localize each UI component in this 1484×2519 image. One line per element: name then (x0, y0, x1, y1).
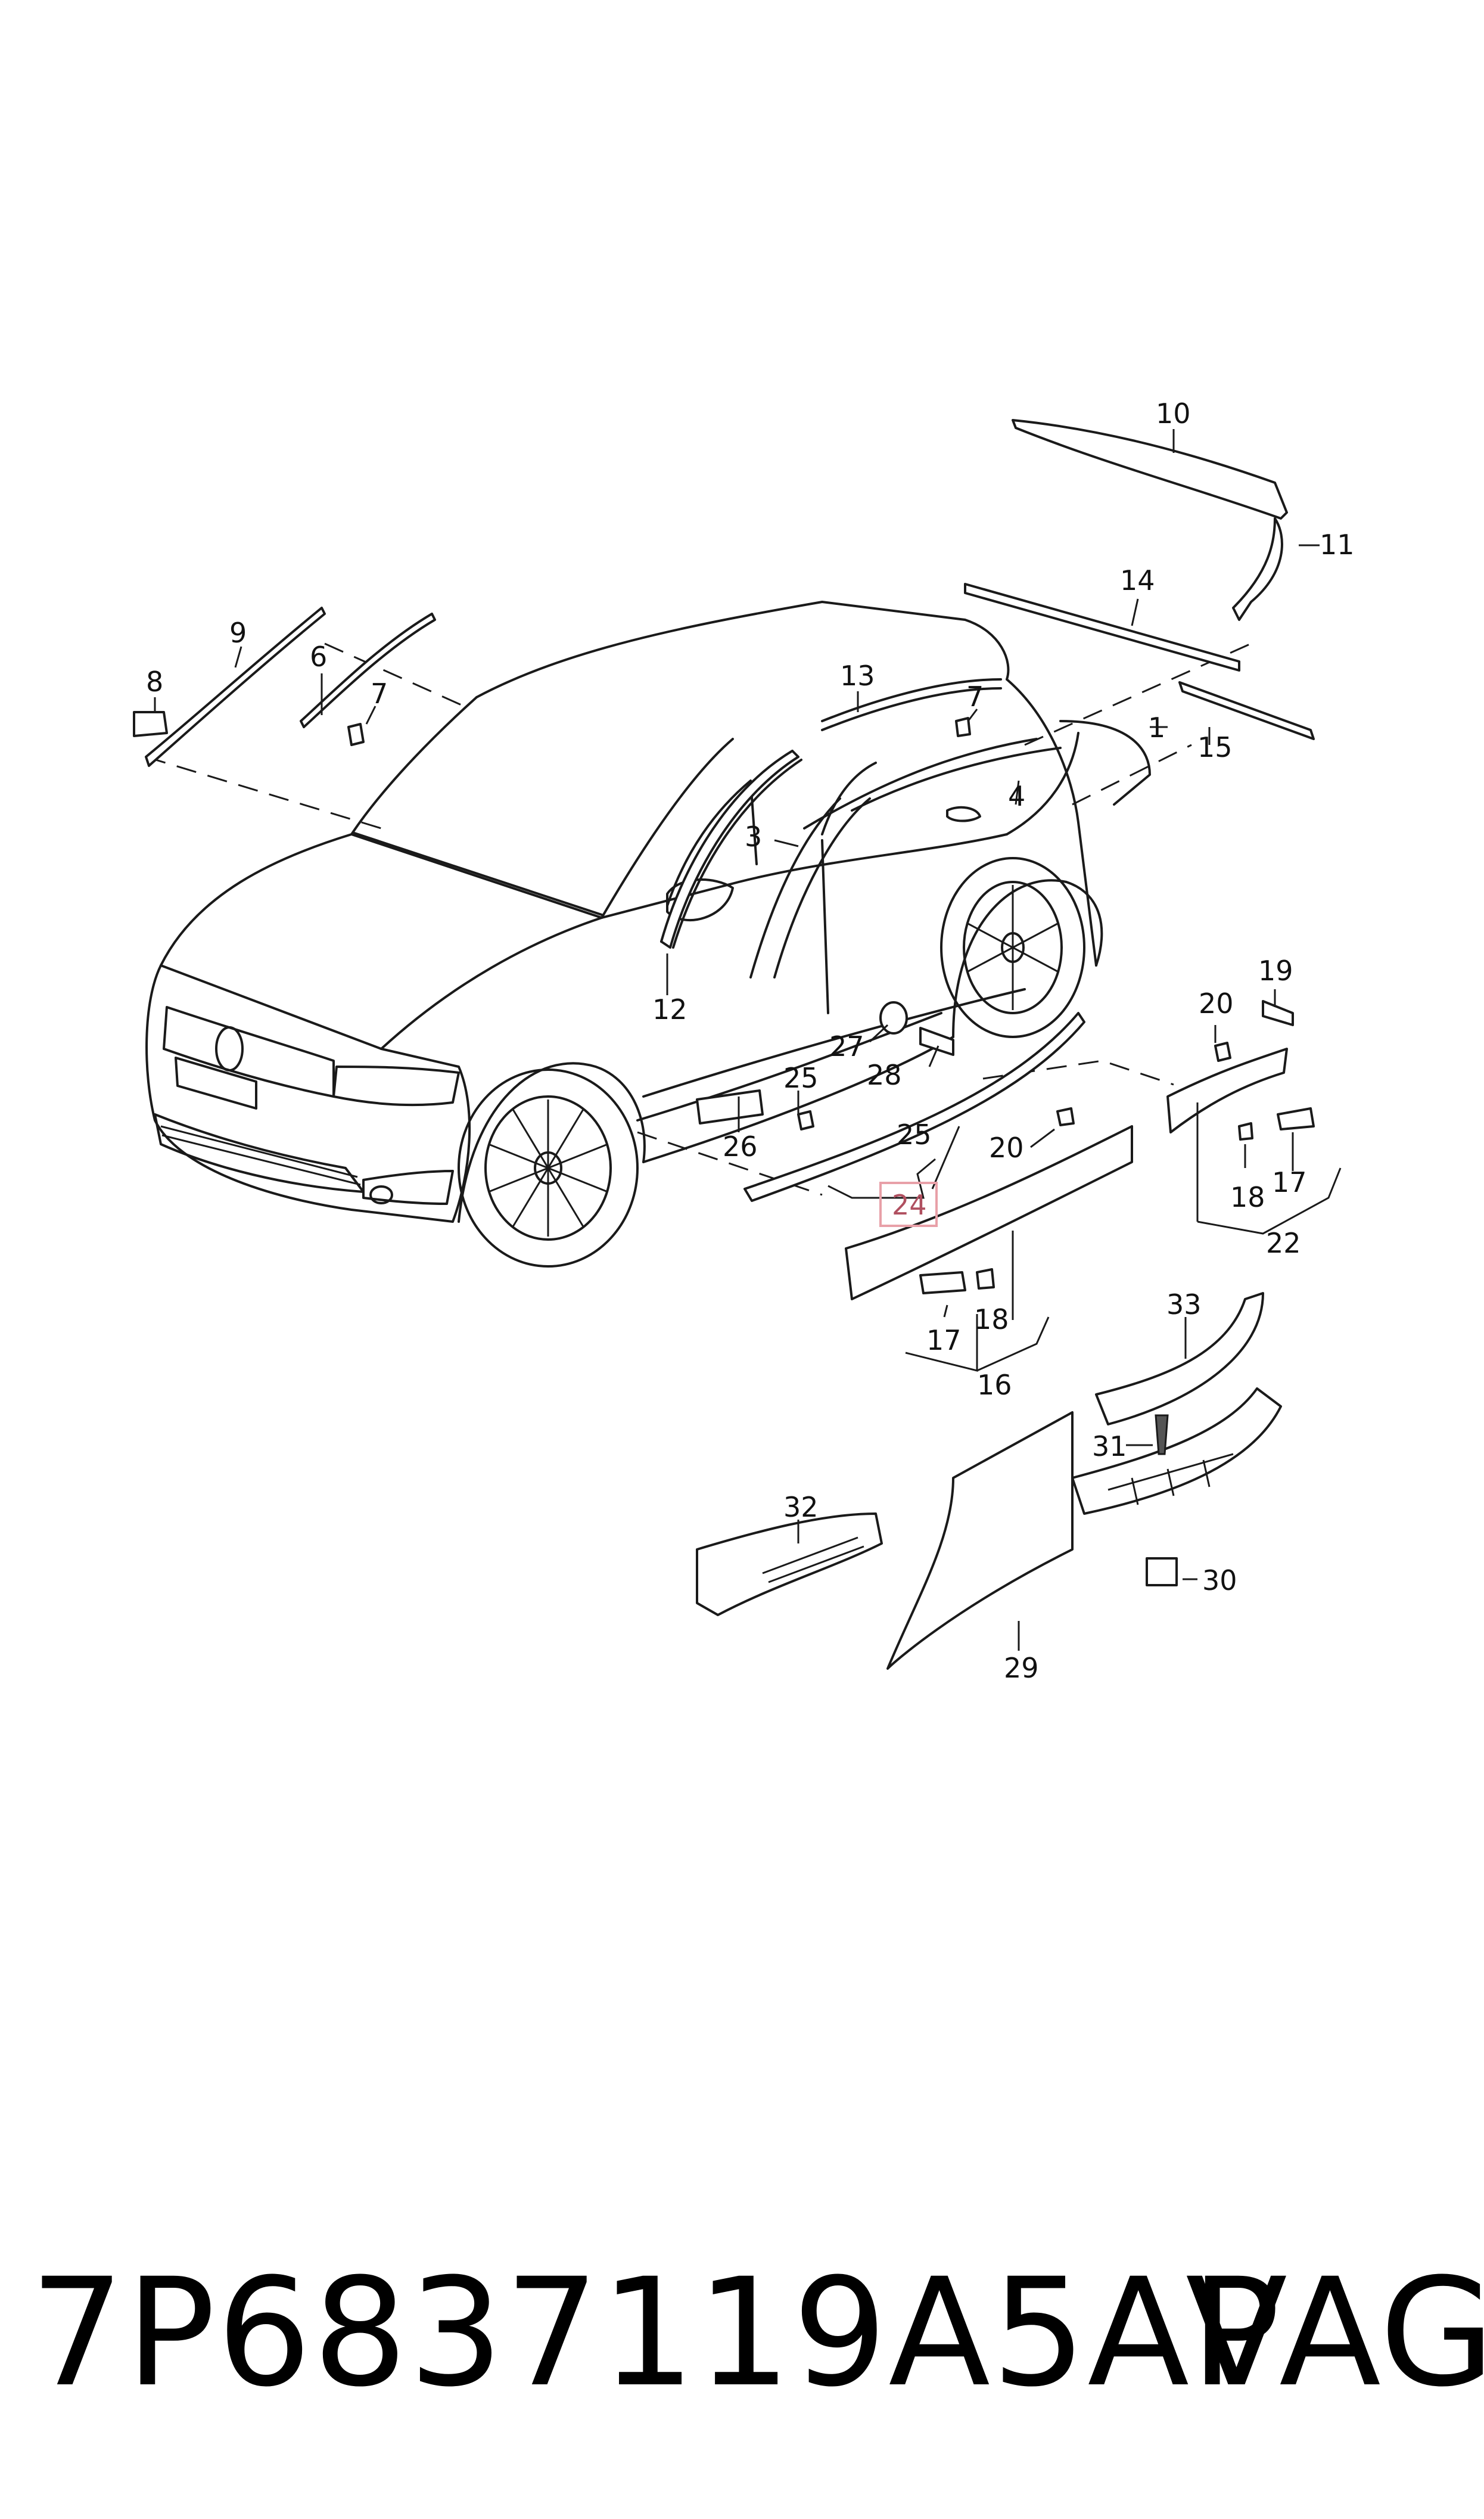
callout-labels: 1 3 4 6 7 7 8 9 10 11 12 13 14 15 16 17 … (146, 397, 1355, 1684)
vehicle-illustration (145, 601, 1151, 1268)
callout-13: 13 (840, 660, 875, 692)
callout-18: 18 (974, 1303, 1009, 1335)
callout-9: 9 (229, 617, 247, 649)
callout-1: 1 (1148, 712, 1165, 744)
parts-diagram: 1 3 4 6 7 7 8 9 10 11 12 13 14 15 16 17 … (133, 397, 1355, 1684)
callout-29: 29 (1004, 1652, 1039, 1684)
callout-leaders (154, 429, 1342, 1651)
callout-14: 14 (1120, 564, 1155, 597)
callout-25: 25 (783, 1062, 819, 1094)
callout-12: 12 (652, 993, 687, 1026)
callout-20: 20 (1199, 987, 1234, 1020)
callout-20b: 20 (989, 1132, 1024, 1164)
callout-25b: 25 (897, 1119, 932, 1151)
callout-30: 30 (1202, 1564, 1237, 1596)
callout-32: 32 (783, 1491, 819, 1523)
parts (133, 419, 1315, 1670)
callout-33: 33 (1166, 1288, 1202, 1321)
callout-27: 27 (829, 1030, 864, 1063)
callout-11: 11 (1320, 529, 1355, 561)
callout-24: 24 (892, 1189, 927, 1221)
callout-16: 16 (977, 1369, 1012, 1401)
callout-17: 17 (926, 1324, 962, 1356)
callout-6: 6 (310, 641, 327, 673)
highlighted-callout-box (879, 1182, 938, 1227)
callout-18b: 18 (1230, 1181, 1265, 1213)
callout-3: 3 (745, 821, 762, 853)
callout-8: 8 (146, 666, 163, 698)
callout-28: 28 (867, 1059, 902, 1091)
callout-17b: 17 (1272, 1166, 1307, 1198)
callout-26: 26 (723, 1130, 758, 1163)
callout-22: 22 (1266, 1227, 1301, 1259)
part-number: 7P6837119A5AP (30, 2246, 1282, 2419)
callout-7: 7 (371, 678, 388, 710)
callout-19: 19 (1258, 955, 1293, 987)
callout-15: 15 (1197, 731, 1233, 763)
brand-label: VAG (1186, 2246, 1484, 2419)
callout-7b: 7 (966, 681, 984, 713)
callout-4: 4 (1008, 780, 1025, 812)
callout-31: 31 (1092, 1430, 1127, 1462)
callout-10: 10 (1156, 397, 1191, 430)
